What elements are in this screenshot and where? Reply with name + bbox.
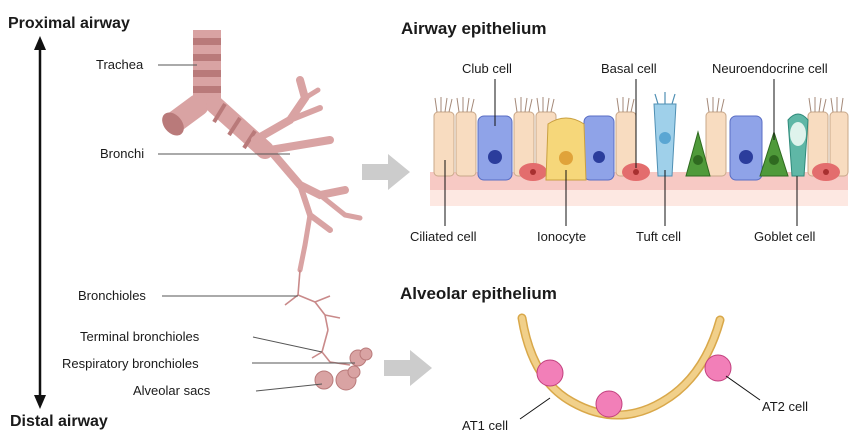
ionocyte-cell bbox=[545, 117, 587, 181]
trachea-label: Trachea bbox=[96, 57, 144, 72]
bronchioles-label: Bronchioles bbox=[78, 288, 146, 303]
neuroendocrine-cells bbox=[685, 130, 789, 177]
epithelium-leader-lines bbox=[444, 79, 798, 226]
tuft-cell-label: Tuft cell bbox=[636, 229, 682, 244]
alveolar-sac-clusters bbox=[314, 347, 373, 391]
proximal-airway-label: Proximal airway bbox=[8, 15, 130, 32]
at2-cell-label: AT2 cell bbox=[762, 399, 808, 414]
neuroendocrine-cell-label: Neuroendocrine cell bbox=[712, 61, 828, 76]
club-cell-label: Club cell bbox=[462, 61, 512, 76]
alveolar-epithelium-title: Alveolar epithelium bbox=[400, 284, 557, 303]
airway-epithelium-title: Airway epithelium bbox=[401, 19, 547, 38]
goblet-cell bbox=[787, 113, 809, 177]
basal-cells bbox=[519, 163, 840, 181]
at2-cells bbox=[536, 354, 732, 418]
club-cells bbox=[477, 115, 763, 181]
flow-arrows bbox=[362, 154, 432, 386]
distal-airway-label: Distal airway bbox=[10, 413, 108, 430]
bronchi-label: Bronchi bbox=[100, 146, 145, 161]
alveolar-sacs-label: Alveolar sacs bbox=[133, 383, 211, 398]
airway-leader-lines bbox=[158, 64, 355, 392]
ciliated-cell-label: Ciliated cell bbox=[410, 229, 477, 244]
goblet-cell-label: Goblet cell bbox=[754, 229, 816, 244]
terminal-bronchioles-label: Terminal bronchioles bbox=[80, 329, 200, 344]
proximal-distal-axis bbox=[34, 36, 46, 409]
airway-epithelium-panel bbox=[430, 79, 849, 226]
bronchus-stripes bbox=[212, 102, 257, 150]
tuft-cell bbox=[653, 92, 677, 177]
ciliated-cells bbox=[433, 111, 849, 177]
alveolar-leader-lines bbox=[519, 375, 761, 420]
respiratory-bronchioles-label: Respiratory bronchioles bbox=[62, 356, 199, 371]
cilia bbox=[434, 97, 844, 113]
bronchial-branches bbox=[251, 76, 363, 273]
airway-tree bbox=[162, 30, 373, 391]
alveolar-epithelium-panel bbox=[517, 313, 761, 420]
at1-cell-label: AT1 cell bbox=[462, 418, 508, 433]
ionocyte-label: Ionocyte bbox=[537, 229, 587, 244]
basal-cell-label: Basal cell bbox=[601, 61, 657, 76]
trachea-rings bbox=[193, 38, 221, 93]
